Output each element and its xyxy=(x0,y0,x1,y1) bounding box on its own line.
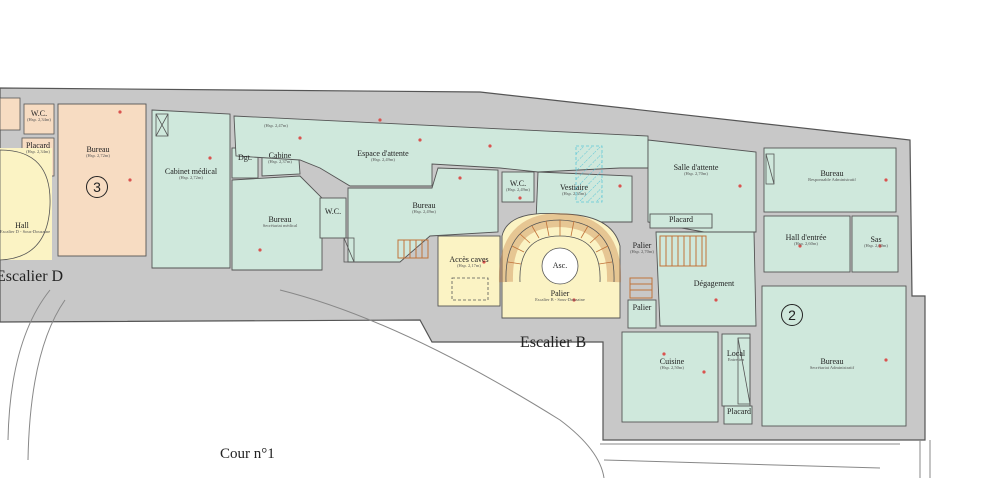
room-sub: Secrétariat Administratif xyxy=(809,365,855,371)
room-placard-bottom: Placard xyxy=(724,407,754,416)
room-sub: (Hsp. 2,60m) xyxy=(864,243,888,249)
room-name: Bureau xyxy=(86,145,110,154)
room-name: Bureau xyxy=(268,215,292,224)
room-sub: (Hsp. 2,49m) xyxy=(412,209,436,215)
room-name: Palier xyxy=(550,289,570,298)
room-sub: Entretien xyxy=(727,357,745,363)
room-sub: (Hsp. 2,50m) xyxy=(660,365,684,371)
room-sub: (Hsp. 2,60m) xyxy=(794,241,818,247)
room-name: Dégagement xyxy=(693,279,735,288)
room-name: Bureau xyxy=(820,357,844,366)
room-hall-left: Hall Escalier D - Sous-Douzaine xyxy=(0,221,51,235)
room-bureau-2: Bureau Secrétariat Administratif xyxy=(792,357,872,371)
room-name: Accès caves xyxy=(449,255,489,264)
room-sub: Escalier D - Sous-Douzaine xyxy=(0,229,51,235)
room-sub: (Hsp. 2,34m) xyxy=(27,117,51,123)
room-sub: (Hsp. 2,47m) xyxy=(264,123,288,128)
room-sub: (Hsp. 2,37m) xyxy=(268,159,292,165)
room-name: Cabinet médical xyxy=(164,167,218,176)
room-name: W.C. xyxy=(30,109,48,118)
room-wc-mid: W.C. xyxy=(320,207,346,216)
room-espace-attente: Espace d'attente (Hsp. 2,49m) xyxy=(346,149,420,163)
room-sub: (Hsp. 2,72m) xyxy=(86,153,110,159)
room-placard-left: Placard (Hsp. 2,34m) xyxy=(22,141,54,155)
room-vestiaire: Vestiaire (Hsp. 2,35m) xyxy=(546,183,602,197)
room-bureau-3: Bureau (Hsp. 2,72m) xyxy=(70,145,126,159)
room-number-3: 3 xyxy=(86,176,108,198)
room-bureau-secretariat: Bureau Secrétariat médical xyxy=(252,215,308,229)
room-wc-left: W.C. (Hsp. 2,34m) xyxy=(26,109,52,123)
room-name: Placard xyxy=(26,141,50,150)
room-cabinet-medical: Cabinet médical (Hsp. 2,72m) xyxy=(156,167,226,181)
room-name: Local xyxy=(726,349,746,358)
room-acces-caves: Accès caves (Hsp. 2,17m) xyxy=(440,255,498,269)
label-escalier-d: Escalier D xyxy=(0,268,64,285)
room-asc: Asc. xyxy=(548,261,572,270)
room-bureau-mid: Bureau (Hsp. 2,49m) xyxy=(396,201,452,215)
room-name: Hall d'entrée xyxy=(785,233,827,242)
room-name: Hall xyxy=(15,221,29,230)
courtyard-lines xyxy=(7,289,931,478)
room-sub: (Hsp. 2,70m) xyxy=(630,249,654,255)
room-name: Vestiaire xyxy=(560,183,588,192)
room-palier-top: Palier (Hsp. 2,70m) xyxy=(626,241,658,255)
room-sub: (Hsp. 2,34m) xyxy=(26,149,50,155)
room-local: Local Entretien xyxy=(722,349,750,363)
room-placard-mid: Placard xyxy=(652,215,710,224)
room-cuisine: Cuisine (Hsp. 2,50m) xyxy=(646,357,698,371)
room-sub: (Hsp. 2,49m) xyxy=(506,187,530,193)
room-hall-entree: Hall d'entrée (Hsp. 2,60m) xyxy=(770,233,842,247)
room-name: Placard xyxy=(727,407,751,416)
room-palier-small: Palier xyxy=(628,303,656,312)
fixtures xyxy=(155,113,775,405)
room-bureau-right: Bureau Responsable Administratif xyxy=(792,169,872,183)
stair-b xyxy=(498,212,622,285)
room-sub: (Hsp. 2,35m) xyxy=(562,191,586,197)
room-name: Sas xyxy=(870,235,882,244)
room-sas: Sas (Hsp. 2,60m) xyxy=(856,235,896,249)
room-number-2: 2 xyxy=(781,304,803,326)
room-wc-right: W.C. (Hsp. 2,49m) xyxy=(504,179,532,193)
label-escalier-b: Escalier B xyxy=(520,334,587,351)
room-name: Cabine xyxy=(268,151,292,160)
room-name: Palier xyxy=(632,303,652,312)
room-name: Bureau xyxy=(412,201,436,210)
room-espace-attente-top: (Hsp. 2,47m) xyxy=(256,123,296,129)
room-palier-main: Palier Escalier B - Sous-Douzaine xyxy=(524,289,596,303)
room-cabine: Cabine (Hsp. 2,37m) xyxy=(262,151,298,165)
room-name: Espace d'attente xyxy=(357,149,409,158)
room-sub: Responsable Administratif xyxy=(808,177,856,183)
room-sub: (Hsp. 2,17m) xyxy=(457,263,481,269)
room-name: Cuisine xyxy=(659,357,685,366)
survey-markers xyxy=(118,110,888,374)
room-name: Salle d'attente xyxy=(673,163,719,172)
room-name: Palier xyxy=(632,241,652,250)
room-sub: (Hsp. 2,72m) xyxy=(179,175,203,181)
vestiaire-hatch xyxy=(575,145,603,203)
room-name: Dgt. xyxy=(238,153,252,162)
room-name: W.C. xyxy=(509,179,527,188)
room-dgt: Dgt. xyxy=(232,153,258,162)
room-degagement: Dégagement xyxy=(678,279,750,288)
room-salle-attente: Salle d'attente (Hsp. 2,70m) xyxy=(660,163,732,177)
room-name: Bureau xyxy=(820,169,844,178)
room-sub: Escalier B - Sous-Douzaine xyxy=(535,297,585,303)
green-rooms xyxy=(151,109,907,427)
room-name: W.C. xyxy=(324,207,342,216)
room-sub: (Hsp. 2,49m) xyxy=(371,157,395,163)
room-sub: Secrétariat médical xyxy=(262,223,298,229)
room-name: Placard xyxy=(669,215,693,224)
left-rooms xyxy=(0,97,147,261)
room-name: Asc. xyxy=(552,261,568,270)
room-sub: (Hsp. 2,70m) xyxy=(684,171,708,177)
stair-mid xyxy=(397,235,707,299)
label-cour: Cour n°1 xyxy=(220,446,275,462)
